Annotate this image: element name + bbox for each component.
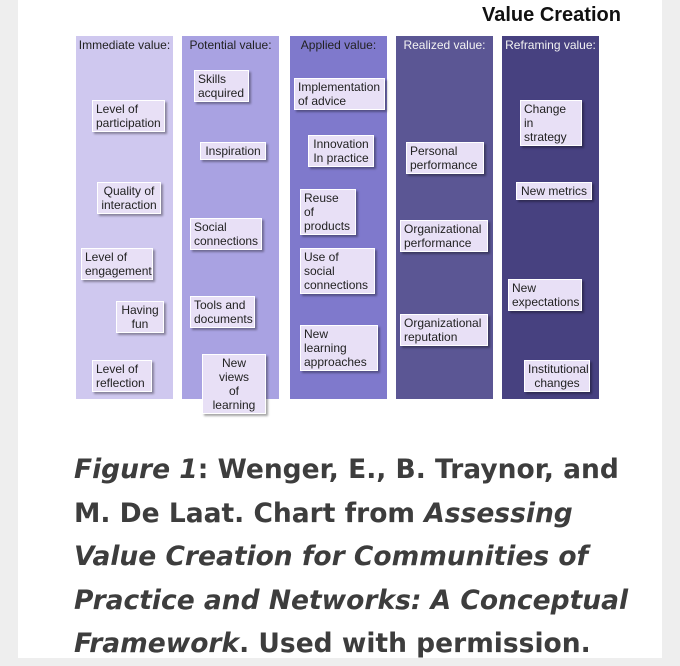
value-item: Level of reflection <box>92 360 152 392</box>
source-title: Assessing Value Creation for Communities… <box>74 497 629 660</box>
value-item: Organizational reputation <box>400 314 488 346</box>
caption-authors: Wenger, E., B. Traynor, and M. De Laat. … <box>74 454 619 529</box>
value-item: Level of participation <box>92 100 165 132</box>
value-item: Organizational performance <box>400 220 488 252</box>
value-item: Inspiration <box>200 142 266 160</box>
article-card: Value Creation Immediate value: Level of… <box>18 0 662 659</box>
value-item: Quality of interaction <box>97 182 161 214</box>
value-item: Level of engagement <box>81 248 153 280</box>
figure-label: Figure 1 <box>74 454 198 485</box>
figure-caption: Figure 1: Wenger, E., B. Traynor, and M.… <box>74 448 664 666</box>
column-header: Realized value: <box>403 38 486 52</box>
value-item: Skills acquired <box>194 70 249 102</box>
value-item: Change in strategy <box>520 100 582 146</box>
column-header: Applied value: <box>300 38 377 52</box>
value-item: Having fun <box>116 301 164 333</box>
figure-title: Value Creation <box>482 4 621 26</box>
column-header: Potential value: <box>189 38 272 52</box>
value-item: Institutional changes <box>524 360 590 392</box>
caption-ending: . Used with permission. <box>239 628 591 659</box>
value-item: Innovation In practice <box>308 135 374 167</box>
value-item: Tools and documents <box>190 296 255 328</box>
caption-separator: : <box>197 454 218 485</box>
column-potential-value: Potential value: Skills acquired Inspira… <box>182 36 279 414</box>
value-item: Use of social connections <box>300 248 375 294</box>
value-item: Implementation of advice <box>294 78 385 110</box>
value-item: New metrics <box>516 182 592 200</box>
value-item: Personal performance <box>406 142 484 174</box>
value-item: Social connections <box>190 218 262 250</box>
column-realized-value: Realized value: Personal performance Org… <box>396 36 493 399</box>
column-header: Reframing value: <box>505 38 596 52</box>
column-immediate-value: Immediate value: Level of participation … <box>76 36 173 399</box>
value-item: Reuse of products <box>300 189 356 235</box>
column-header: Immediate value: <box>78 38 171 52</box>
value-item: New expectations <box>508 279 582 311</box>
value-item: New learning approaches <box>300 325 378 371</box>
value-item: New views of learning <box>202 354 266 414</box>
column-applied-value: Applied value: Implementation of advice … <box>290 36 387 399</box>
column-reframing-value: Reframing value: Change in strategy New … <box>502 36 599 399</box>
